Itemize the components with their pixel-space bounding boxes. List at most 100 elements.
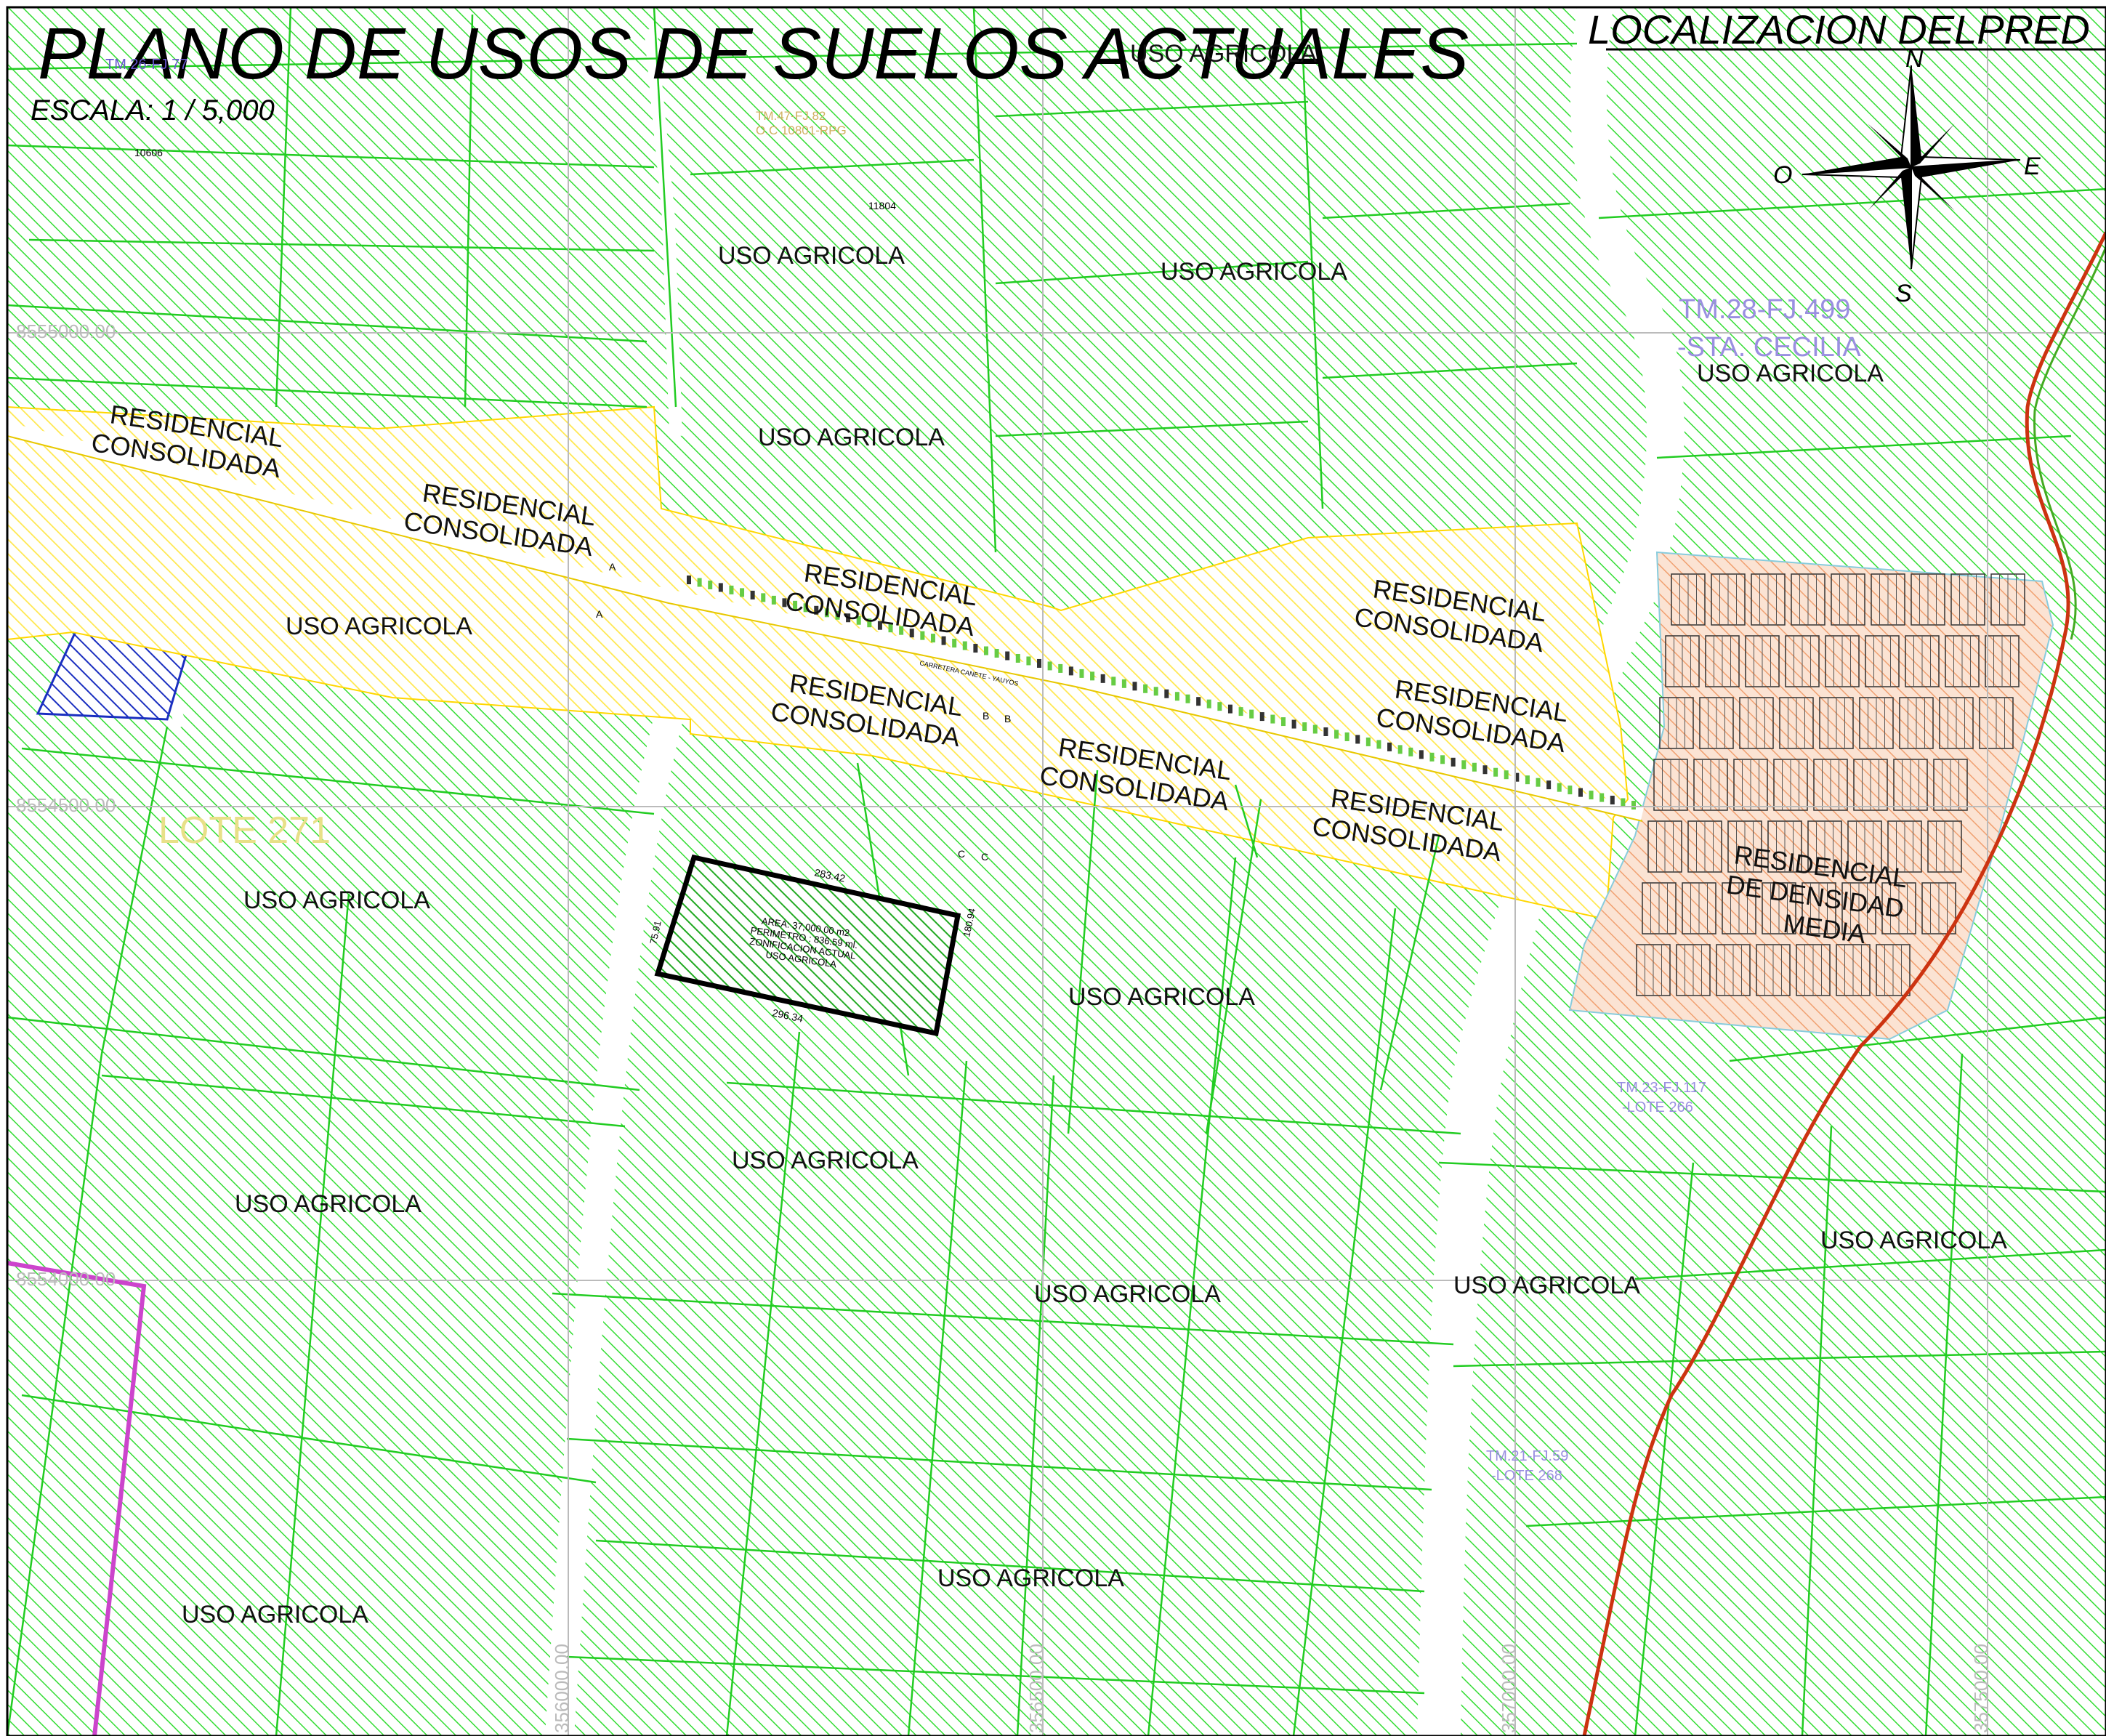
road-house	[1440, 755, 1445, 764]
road-house	[824, 608, 829, 618]
road-house	[1451, 757, 1456, 767]
parcel-line	[101, 1074, 626, 1128]
parcel-line	[1525, 1495, 2106, 1527]
parcel-line	[1453, 1350, 2106, 1368]
road-house	[697, 578, 702, 587]
road-house	[994, 649, 999, 658]
road-house	[1090, 671, 1095, 681]
coordinate-grid	[7, 7, 2106, 1736]
road-house	[1408, 747, 1413, 756]
parcel-line	[1634, 1162, 1695, 1736]
road-house	[877, 621, 882, 630]
parcel-line	[275, 7, 292, 408]
main-road-edge	[7, 435, 1643, 822]
parcel-line	[653, 7, 677, 408]
parcel-line	[275, 893, 350, 1736]
road-house	[920, 631, 925, 640]
road-house	[983, 646, 988, 655]
road-house	[1429, 752, 1435, 762]
svg-text:E: E	[2024, 153, 2041, 180]
zone-label-agricola: USO AGRICOLA	[718, 242, 905, 270]
svg-text:O: O	[1773, 161, 1792, 189]
svg-text:C: C	[958, 848, 965, 860]
road-house	[846, 613, 851, 623]
road-house	[835, 610, 840, 620]
town-blocks	[1636, 573, 2025, 996]
section-marks: A A B B C C	[596, 561, 1011, 863]
annotation-lote268: -LOTE 268	[1491, 1468, 1562, 1484]
road-house	[1174, 692, 1179, 701]
annotation-tm21: TM.21-FJ.59	[1486, 1448, 1568, 1464]
road-house	[1568, 786, 1573, 795]
road-house	[1419, 750, 1424, 759]
road-house	[856, 615, 861, 625]
parcel-line	[1924, 1053, 1964, 1736]
road-house	[1493, 767, 1498, 777]
road-house	[1397, 745, 1403, 754]
road-house	[1365, 737, 1371, 746]
annotation-parcel: 10606	[134, 147, 163, 158]
map-frame	[6, 6, 2106, 1736]
road-house	[1482, 765, 1488, 775]
road-house	[1376, 740, 1381, 749]
parcel-line	[6, 1053, 103, 1736]
road-house	[1472, 762, 1477, 772]
zone-label-agricola: USO AGRICOLA	[235, 1190, 421, 1218]
parcel-lines	[6, 7, 2106, 1736]
road-house	[1302, 722, 1307, 732]
road-house	[1217, 702, 1222, 711]
parcel-line	[1656, 435, 2072, 459]
road-house	[1047, 661, 1052, 671]
parcel-line	[1147, 857, 1237, 1736]
svg-text:N: N	[1905, 45, 1924, 73]
zone-label-agricola: USO AGRICOLA	[1130, 40, 1317, 68]
svg-text:8554500.00: 8554500.00	[16, 794, 116, 816]
parcel-line	[1801, 1126, 1833, 1736]
road-house	[740, 588, 745, 597]
road-house	[1599, 793, 1605, 802]
road-house	[1504, 770, 1509, 780]
zone-label-agricola: USO AGRICOLA	[182, 1601, 368, 1628]
road-house	[1280, 717, 1286, 727]
road-house	[930, 634, 935, 643]
road-house	[771, 595, 776, 605]
annotation-tm28: TM.28-FJ.499	[1679, 294, 1851, 325]
svg-text:357500.00: 357500.00	[1970, 1644, 1992, 1733]
parcel-line	[726, 1081, 1461, 1135]
road-house	[899, 626, 904, 635]
parcel-line	[7, 144, 655, 169]
road-house	[1026, 656, 1031, 666]
parcel-line	[995, 100, 1309, 118]
road-house	[761, 593, 766, 602]
road-house	[782, 598, 787, 607]
svg-text:B: B	[1004, 713, 1011, 724]
parcel-line	[995, 260, 1309, 285]
road-house	[1461, 760, 1466, 770]
parcel-line	[1729, 1016, 2106, 1062]
road-house	[952, 639, 957, 648]
road-house	[814, 605, 819, 615]
road-house	[1355, 735, 1360, 744]
road-houses	[687, 576, 1636, 810]
road-house	[708, 580, 713, 589]
parcel-line	[1067, 770, 1099, 1134]
road-house	[1291, 719, 1296, 729]
zone-label-agricola: USO AGRICOLA	[1068, 983, 1255, 1011]
road-house	[718, 583, 723, 592]
district-boundary	[1582, 231, 2106, 1736]
parcel-line	[1322, 202, 1570, 219]
road-house	[1249, 709, 1254, 719]
road-house	[1589, 791, 1594, 800]
parcel-line	[100, 726, 169, 1054]
map-title: PLANO DE USOS DE SUELOS ACTUALES	[38, 13, 1469, 94]
zone-label-agricola: USO AGRICOLA	[1453, 1272, 1640, 1299]
parcel-line	[1634, 1248, 2106, 1280]
road-house	[1196, 697, 1201, 706]
svg-text:C: C	[981, 851, 988, 863]
road-house	[750, 590, 755, 599]
parcel-line	[566, 1437, 1432, 1491]
road-house	[1164, 689, 1169, 698]
road-house	[1259, 712, 1264, 722]
road-house	[1111, 677, 1116, 686]
compass-rose: N S E O	[1773, 45, 2041, 307]
